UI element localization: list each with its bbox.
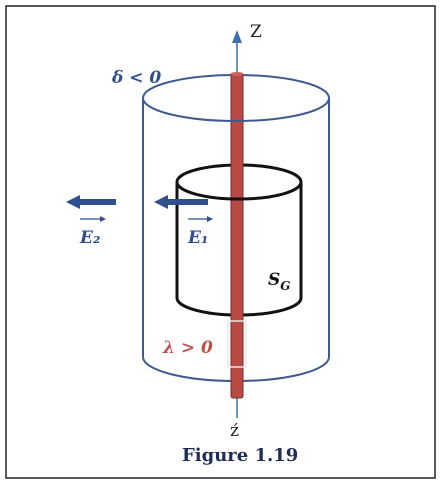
e2-label: E₂ [79, 228, 100, 248]
outer-cylinder-top-front [142, 97, 330, 122]
z-axis-label: Z [250, 22, 262, 42]
e1-label-group: E₁ [187, 216, 213, 248]
lambda-label: λ > 0 [162, 338, 213, 358]
sg-label: SG [268, 270, 291, 293]
sg-subscript: G [280, 279, 290, 293]
e1-label: E₁ [187, 228, 208, 248]
figure-caption: Figure 1.19 [182, 445, 298, 466]
e1-arrow-icon [154, 195, 208, 209]
sg-main: S [268, 270, 280, 290]
e2-arrow-icon [66, 195, 116, 209]
rod-segment-marker [227, 320, 247, 368]
rod-top-cap [231, 72, 243, 76]
z-axis-bottom-label: ź [230, 421, 239, 441]
delta-label: δ < 0 [111, 68, 161, 88]
z-axis-arrow-icon [232, 30, 242, 43]
e2-label-group: E₂ [79, 216, 106, 248]
inner-cylinder-top-front [175, 181, 303, 201]
figure-border [5, 5, 436, 479]
